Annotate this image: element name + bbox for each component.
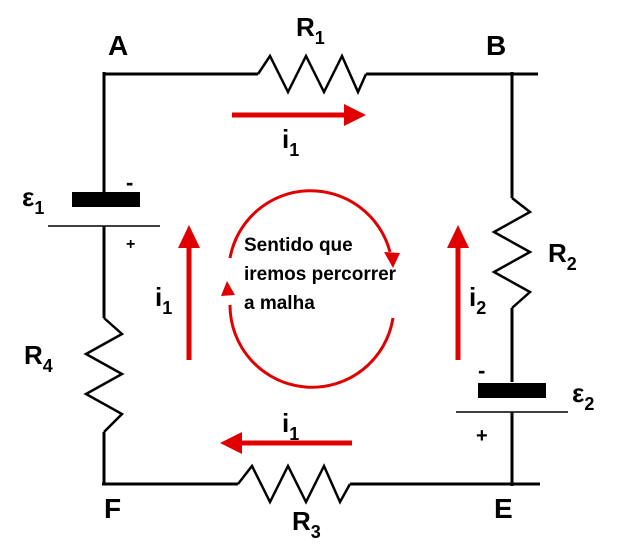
label-current-top: i1: [282, 124, 299, 160]
current-arrow-bottom: [220, 432, 352, 454]
node-label-f: F: [104, 493, 121, 524]
label-current-left: i1: [155, 282, 172, 318]
label-r4-sub: 4: [43, 356, 53, 376]
current-arrow-top: [232, 104, 366, 126]
label-r3: R3: [292, 506, 321, 542]
label-e2-sub: 2: [584, 394, 594, 414]
e2-negative-sign: -: [478, 358, 485, 383]
label-e1: ε1: [22, 182, 44, 218]
label-current-top-sub: 1: [289, 140, 299, 160]
loop-arc-top: [228, 189, 392, 259]
battery-e2: [456, 383, 568, 413]
loop-label-line-3: a malha: [244, 293, 315, 314]
label-r1-sub: 1: [315, 28, 325, 48]
loop-arrowhead-left: [221, 281, 235, 296]
label-current-right-sub: 2: [476, 298, 486, 318]
resistor-r1: [256, 53, 368, 96]
node-label-e: E: [494, 493, 513, 524]
label-current-bottom-letter: i: [282, 408, 289, 438]
loop-arrowhead-right: [384, 252, 400, 268]
label-r1: R1: [296, 12, 325, 48]
label-e2-letter: ε: [572, 378, 584, 408]
wires: [102, 72, 540, 486]
label-r3-sub: 3: [311, 522, 321, 542]
e1-negative-sign: -: [126, 170, 133, 195]
label-r4: R4: [24, 340, 53, 376]
label-e1-sub: 1: [34, 198, 44, 218]
battery-e1: [48, 192, 160, 227]
battery-e1-negative-plate: [72, 192, 140, 207]
resistor-r4: [83, 317, 125, 433]
label-r3-letter: R: [292, 506, 311, 536]
label-current-left-sub: 1: [162, 298, 172, 318]
e2-positive-sign: +: [476, 425, 488, 447]
label-current-top-letter: i: [282, 124, 289, 154]
current-arrow-right: [447, 225, 469, 360]
current-arrow-left: [178, 225, 200, 360]
label-r2-sub: 2: [567, 254, 577, 274]
label-r2-letter: R: [548, 238, 567, 268]
label-current-bottom: i1: [282, 408, 299, 444]
label-current-right-letter: i: [469, 282, 476, 312]
label-r4-letter: R: [24, 340, 43, 370]
label-current-left-letter: i: [155, 282, 162, 312]
loop-label-line-2: iremos percorrer: [244, 264, 397, 285]
loop-label-line-1: Sentido que: [244, 235, 353, 256]
e1-positive-sign: +: [126, 236, 135, 253]
loop-direction-arrows: [221, 189, 400, 389]
battery-e2-negative-plate: [478, 383, 546, 398]
loop-arc-bottom: [228, 304, 395, 389]
node-label-b: B: [486, 30, 506, 61]
node-label-a: A: [108, 30, 128, 61]
label-r2: R2: [548, 238, 577, 274]
label-e1-letter: ε: [22, 182, 34, 212]
label-current-bottom-sub: 1: [289, 424, 299, 444]
resistor-r3: [237, 463, 352, 505]
label-e2: ε2: [572, 378, 594, 414]
label-current-right: i2: [469, 282, 486, 318]
resistor-r2: [491, 197, 533, 309]
label-r1-letter: R: [296, 12, 315, 42]
